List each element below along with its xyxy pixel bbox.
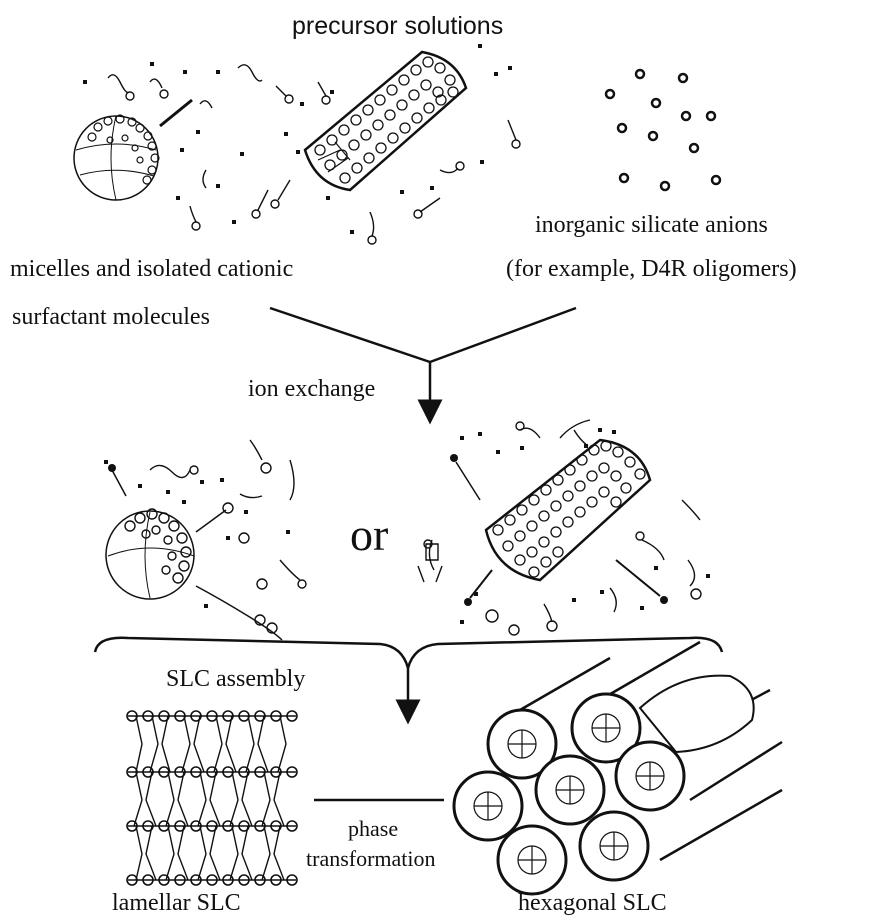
cylindrical-micelle-precursor [305,52,466,190]
or-label: or [350,508,388,561]
ion-exchange-label: ion exchange [248,376,375,403]
silicate-label-line2: (for example, D4R oligomers) [506,256,797,283]
spherical-micelle-precursor [74,100,192,200]
micelles-label-line2: surfactant molecules [12,304,210,331]
silicate-anions [606,70,720,190]
silicate-label-line1: inorganic silicate anions [535,212,768,239]
spherical-micelle-intermediate [106,464,282,640]
phase-label-line1: phase [348,816,398,842]
diagram-title: precursor solutions [292,12,503,41]
lamellar-slc-label: lamellar SLC [112,890,241,917]
cylindrical-micelle-intermediate [450,420,668,606]
slc-assembly-label: SLC assembly [166,666,305,693]
phase-label-line2: transformation [306,846,436,872]
hexagonal-slc-label: hexagonal SLC [518,890,667,917]
lamellar-slc [127,711,297,885]
hexagonal-slc [454,642,782,894]
micelles-label-line1: micelles and isolated cationic [10,256,293,283]
